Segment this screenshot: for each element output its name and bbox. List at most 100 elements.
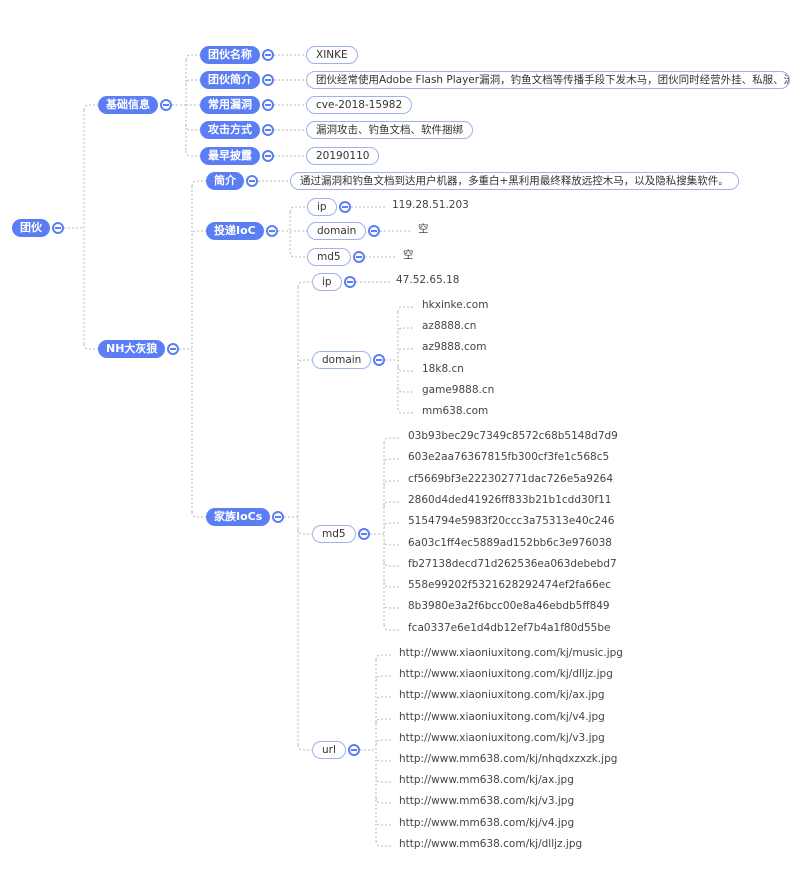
node-team-summary[interactable]: 团伙简介	[200, 71, 260, 89]
connector-basic	[185, 54, 200, 61]
value-first-disclosure: 20190110	[306, 147, 380, 165]
connector-family-md5	[383, 624, 400, 631]
connector-family	[297, 744, 312, 751]
node-family-url[interactable]: url	[312, 741, 346, 759]
connector-nh	[191, 511, 206, 518]
ioc-url-item: http://www.xiaoniuxitong.com/kj/dlljz.jp…	[399, 668, 613, 680]
node-team-name[interactable]: 团伙名称	[200, 46, 260, 64]
connector-family	[297, 528, 312, 535]
collapse-toggle-icon[interactable]	[262, 74, 274, 86]
ioc-url-item: http://www.mm638.com/kj/nhqdxzxzk.jpg	[399, 753, 618, 765]
value-intro: 通过漏洞和钓鱼文档到达用户机器，多重白+黑利用最终释放远控木马，以及隐私搜集软件…	[290, 172, 739, 190]
collapse-toggle-icon[interactable]	[246, 175, 258, 187]
value-delivery-md5: 空	[403, 249, 414, 261]
ioc-domain-item: game9888.cn	[422, 384, 495, 396]
connector-family-url	[375, 840, 391, 847]
root-node-team[interactable]: 团伙	[12, 219, 50, 237]
connector-family-url	[375, 696, 391, 703]
connector-basic	[185, 150, 200, 157]
value-delivery-ip: 119.28.51.203	[392, 199, 469, 211]
ioc-domain-item: hkxinke.com	[422, 299, 489, 311]
collapse-toggle-icon[interactable]	[344, 276, 356, 288]
connector-family-md5	[383, 560, 400, 567]
node-family-md5[interactable]: md5	[312, 525, 356, 543]
node-family-ip[interactable]: ip	[312, 273, 342, 291]
ioc-md5-item: fb27138decd71d262536ea063debebd7	[408, 558, 617, 570]
node-family-domain[interactable]: domain	[312, 351, 372, 369]
connector-nh	[191, 180, 206, 187]
collapse-toggle-icon[interactable]	[167, 343, 179, 355]
connector-family-url	[375, 819, 391, 826]
ioc-domain-item: az8888.cn	[422, 320, 477, 332]
connector-family-url	[375, 654, 391, 661]
ioc-domain-item: 18k8.cn	[422, 363, 464, 375]
collapse-toggle-icon[interactable]	[368, 225, 380, 237]
collapse-toggle-icon[interactable]	[353, 251, 365, 263]
connector-family-md5	[383, 602, 400, 609]
node-first-disclosure[interactable]: 最早披露	[200, 147, 260, 165]
ioc-url-item: http://www.mm638.com/kj/v4.jpg	[399, 817, 575, 829]
collapse-toggle-icon[interactable]	[262, 150, 274, 162]
collapse-toggle-icon[interactable]	[266, 225, 278, 237]
collapse-toggle-icon[interactable]	[262, 99, 274, 111]
ioc-url-item: http://www.xiaoniuxitong.com/kj/music.jp…	[399, 647, 623, 659]
node-delivery-ioc[interactable]: 投递IoC	[206, 222, 264, 240]
node-delivery-domain[interactable]: domain	[307, 222, 367, 240]
connector-family-md5	[383, 539, 400, 546]
node-basic-info[interactable]: 基础信息	[98, 96, 158, 114]
node-delivery-md5[interactable]: md5	[307, 248, 351, 266]
value-common-vuln: cve-2018-15982	[306, 96, 413, 114]
collapse-toggle-icon[interactable]	[262, 124, 274, 136]
connector-family-domain	[397, 306, 414, 313]
value-attack-method: 漏洞攻击、钓鱼文档、软件捆绑	[306, 121, 473, 139]
node-delivery-ip[interactable]: ip	[307, 198, 337, 216]
collapse-toggle-icon[interactable]	[262, 49, 274, 61]
connector-basic	[185, 124, 200, 131]
ioc-md5-item: 558e99202f5321628292474ef2fa66ec	[408, 579, 612, 591]
connector-family-md5	[383, 480, 400, 487]
node-family-iocs[interactable]: 家族IoCs	[206, 508, 271, 526]
connector-family-md5	[383, 581, 400, 588]
collapse-toggle-icon[interactable]	[52, 222, 64, 234]
connector-root	[83, 343, 98, 350]
node-nh-wolf[interactable]: NH大灰狼	[98, 340, 166, 358]
ioc-url-item: http://www.mm638.com/kj/dlljz.jpg	[399, 838, 583, 850]
connector-family-url	[375, 718, 391, 725]
value-family-ip: 47.52.65.18	[396, 274, 460, 286]
connector-family-domain	[397, 407, 414, 414]
ioc-url-item: http://www.mm638.com/kj/v3.jpg	[399, 795, 575, 807]
ioc-md5-item: cf5669bf3e222302771dac726e5a9264	[408, 473, 614, 485]
connector-family-url	[375, 776, 391, 783]
connector-family-url	[375, 755, 391, 762]
connector-family-domain	[397, 327, 414, 334]
connector-family-domain	[397, 365, 414, 372]
ioc-url-item: http://www.xiaoniuxitong.com/kj/ax.jpg	[399, 689, 605, 701]
ioc-md5-item: 603e2aa76367815fb300cf3fe1c568c5	[408, 451, 610, 463]
node-attack-method[interactable]: 攻击方式	[200, 121, 260, 139]
ioc-md5-item: 03b93bec29c7349c8572c68b5148d7d9	[408, 430, 618, 442]
ioc-url-item: http://www.xiaoniuxitong.com/kj/v3.jpg	[399, 732, 605, 744]
connector-family	[297, 359, 312, 366]
ioc-md5-item: fca0337e6e1d4db12ef7b4a1f80d55be	[408, 622, 611, 634]
collapse-toggle-icon[interactable]	[348, 744, 360, 756]
collapse-toggle-icon[interactable]	[358, 528, 370, 540]
ioc-domain-item: mm638.com	[422, 405, 489, 417]
connector-family-md5	[383, 458, 400, 465]
connector-family-md5	[383, 522, 400, 529]
collapse-toggle-icon[interactable]	[272, 511, 284, 523]
ioc-md5-item: 6a03c1ff4ec5889ad152bb6c3e976038	[408, 537, 612, 549]
collapse-toggle-icon[interactable]	[373, 354, 385, 366]
node-intro[interactable]: 简介	[206, 172, 244, 190]
connector-family-url	[375, 797, 391, 804]
connector-nh	[191, 230, 206, 237]
connector-family-domain	[397, 386, 414, 393]
collapse-toggle-icon[interactable]	[339, 201, 351, 213]
connector-delivery	[289, 206, 307, 213]
ioc-md5-item: 8b3980e3a2f6bcc00e8a46ebdb5ff849	[408, 600, 610, 612]
connector-family-url	[375, 739, 391, 746]
node-common-vuln[interactable]: 常用漏洞	[200, 96, 260, 114]
collapse-toggle-icon[interactable]	[160, 99, 172, 111]
connector-family-md5	[383, 437, 400, 444]
ioc-md5-item: 2860d4ded41926ff833b21b1cdd30f11	[408, 494, 612, 506]
